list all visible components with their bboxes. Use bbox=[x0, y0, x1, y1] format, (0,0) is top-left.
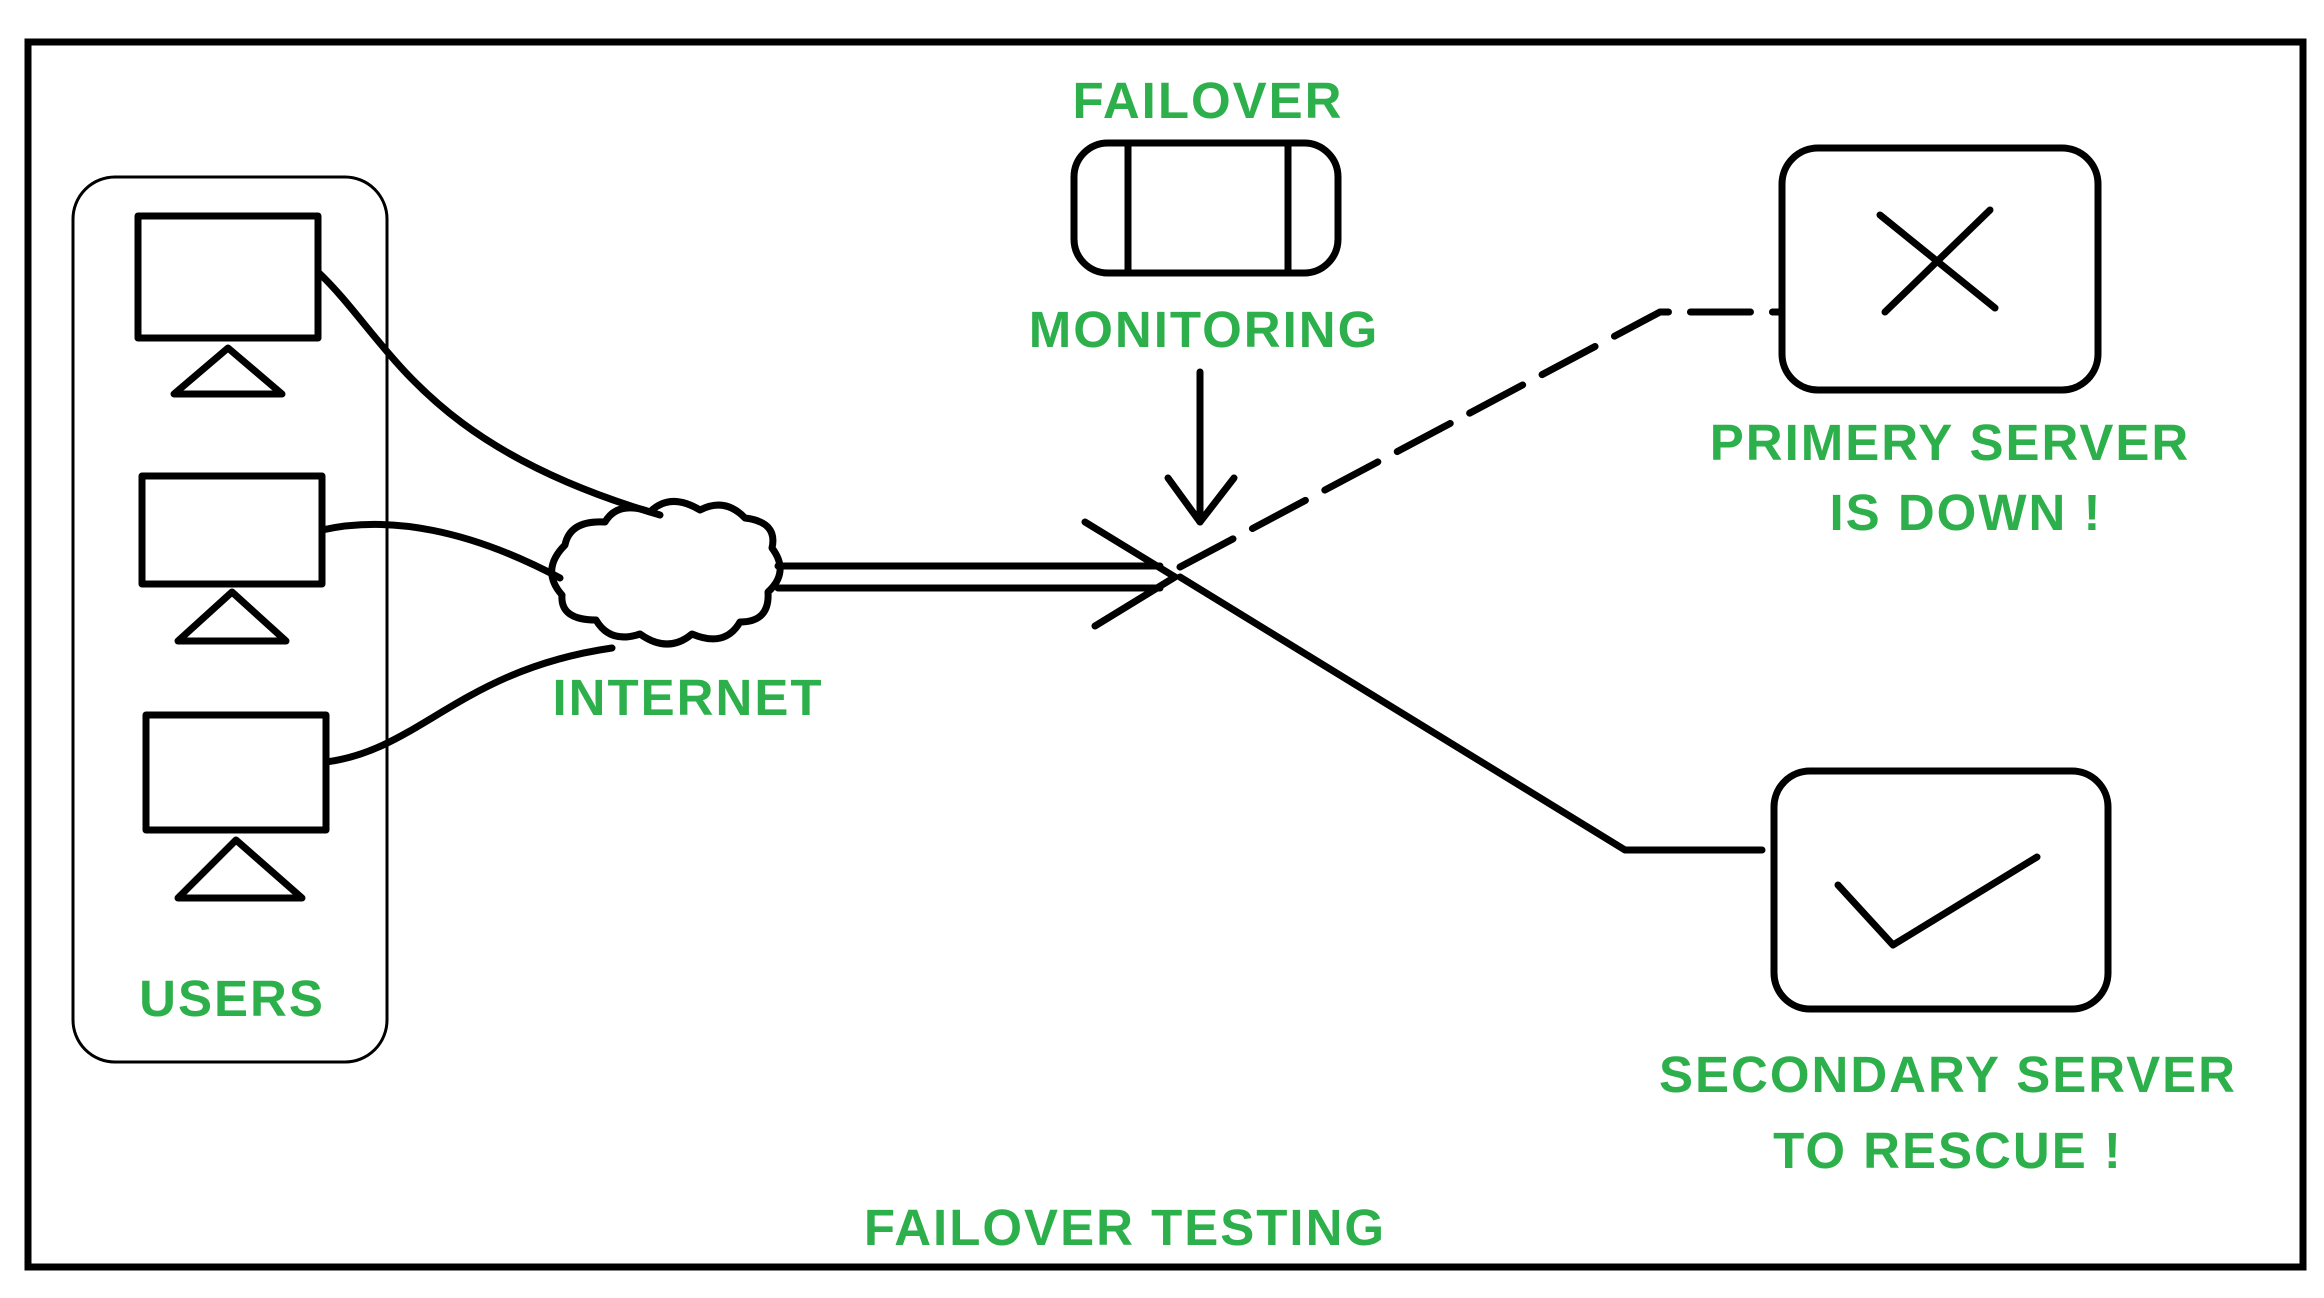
secondary-server-label-line-2: TO RESCUE ! bbox=[1773, 1122, 2123, 1179]
user-monitor-1 bbox=[134, 212, 322, 398]
users-group-box bbox=[71, 175, 389, 1064]
failover-device bbox=[1070, 139, 1342, 277]
footer-title: FAILOVER TESTING bbox=[864, 1199, 1386, 1256]
cross-icon bbox=[1876, 206, 1999, 316]
monitor-icon bbox=[134, 212, 322, 398]
user-2-connection bbox=[318, 520, 564, 582]
primary-server-label-line-1: PRIMERY SERVER bbox=[1710, 414, 2191, 471]
user-monitor-3 bbox=[142, 711, 330, 902]
cloud-icon bbox=[548, 498, 784, 648]
primary-server bbox=[1778, 144, 2102, 394]
users-label: USERS bbox=[139, 970, 325, 1027]
internet-cloud bbox=[548, 498, 784, 648]
primary-server-connection bbox=[1176, 308, 1786, 571]
secondary-server-connection bbox=[1176, 573, 1766, 854]
monitoring-arrow bbox=[1164, 368, 1238, 526]
check-icon bbox=[1834, 853, 2041, 949]
monitoring-label: MONITORING bbox=[1029, 301, 1380, 358]
user-3-connection bbox=[322, 644, 616, 766]
primary-server-label-line-2: IS DOWN ! bbox=[1830, 484, 2103, 541]
secondary-server-label-line-1: SECONDARY SERVER bbox=[1659, 1046, 2237, 1103]
failover-label: FAILOVER bbox=[1072, 72, 1343, 129]
internet-label: INTERNET bbox=[553, 669, 824, 726]
monitor-icon bbox=[142, 711, 330, 902]
failover-device-icon bbox=[1070, 139, 1342, 277]
internet-link-arrowhead bbox=[1081, 518, 1179, 630]
secondary-server bbox=[1770, 767, 2112, 1013]
arrow-down-icon bbox=[1164, 368, 1238, 526]
user-1-connection bbox=[314, 268, 664, 519]
